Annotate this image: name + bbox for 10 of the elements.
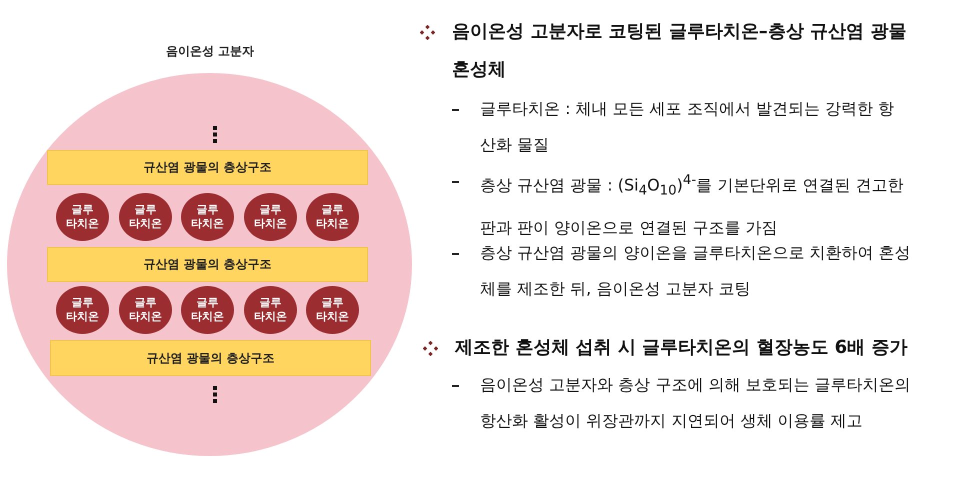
bullet-text: 층상 규산염 광물 : (Si$_{4}$O$_{10}$)$^{4-}$를 기본단위로 연결된 견고한 판과 판이 양이온으로 연결된 구조를 가짐 — [480, 172, 904, 239]
bullet-text: 층상 규산염 광물의 양이온을 글루타치온으로 치환하여 혼성체를 제조한 뒤, 음이온성 고분자 코팅 — [480, 242, 912, 300]
heading-text: 제조한 혼성체 섭취 시 글루타치온의 혈장농도 6배 증가 — [455, 336, 908, 360]
heading-text: 음이온성 고분자로 코팅된 글루타치온–층상 규산염 광물 혼성체 — [452, 20, 908, 82]
layer-band: 규산염 광물의 층상구조 — [50, 340, 371, 376]
bullet-text: 음이온성 고분자와 층상 구조에 의해 보호되는 글루타치온의 항산화 활성이 위장관까지 지연되어 생체 이용률 제고 — [480, 374, 912, 432]
bullet-text: 글루타치온 : 체내 모든 세포 조직에서 발견되는 강력한 항산화 물질 — [480, 98, 896, 156]
circle-heading: 음이온성 고분자 — [164, 43, 256, 60]
layer-band: 규산염 광물의 층상구조 — [47, 247, 368, 282]
layer-band: 규산염 광물의 층상구조 — [47, 150, 368, 185]
